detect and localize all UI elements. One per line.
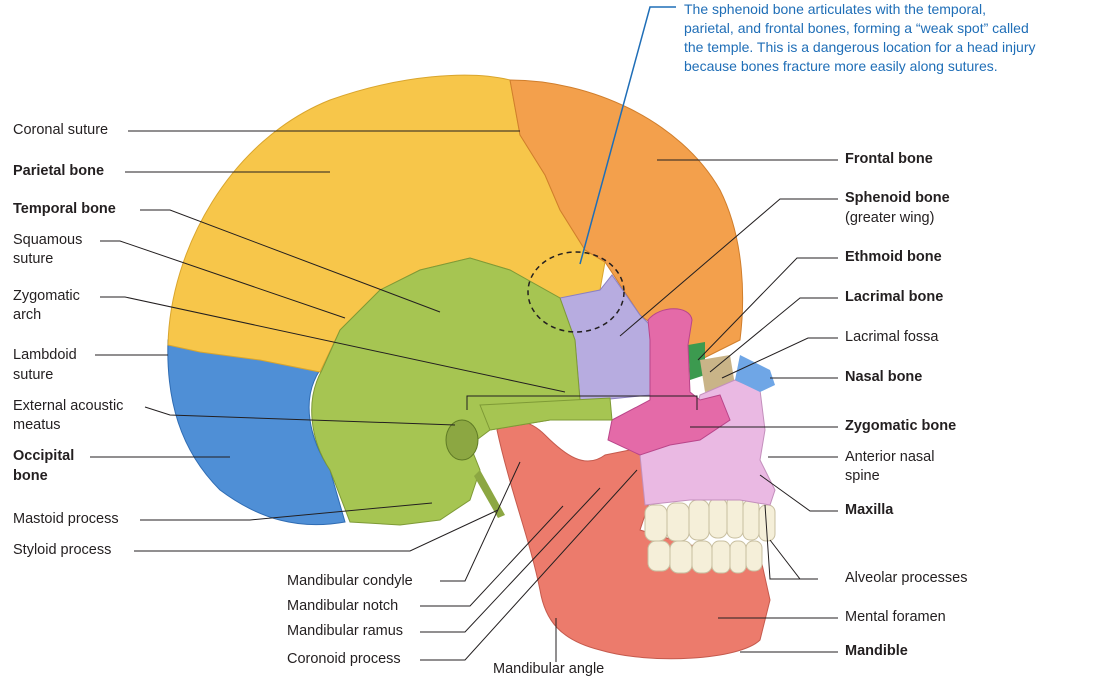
- label-mandible: Mandible: [845, 643, 908, 659]
- label-squamous-suture-2: suture: [13, 251, 54, 267]
- callout-line-4: because bones fracture more easily along…: [684, 58, 998, 74]
- zygomatic-shape: [607, 308, 731, 456]
- zygomatic-arch-shape: [479, 397, 613, 431]
- lacrimal-shape: [700, 355, 735, 392]
- nasal-shape: [735, 355, 775, 392]
- callout-line: [579, 6, 676, 265]
- callout-line-3: the temple. This is a dangerous location…: [684, 39, 1036, 55]
- label-coronal-suture: Coronal suture: [13, 122, 109, 138]
- label-mandibular-ramus: Mandibular ramus: [287, 623, 404, 639]
- label-sphenoid-greater-wing: (greater wing): [845, 210, 935, 226]
- ethmoid-shape: [688, 342, 705, 380]
- label-lambdoid-suture-2: suture: [13, 367, 54, 383]
- label-parietal-bone: Parietal bone: [13, 163, 105, 179]
- label-ethmoid-bone: Ethmoid bone: [845, 249, 942, 265]
- label-anterior-nasal-spine-2: spine: [845, 468, 880, 484]
- label-zygomatic-bone: Zygomatic bone: [845, 418, 957, 434]
- callout-line-1: The sphenoid bone articulates with the t…: [684, 1, 986, 17]
- styloid-shape: [474, 470, 505, 518]
- label-mandibular-angle: Mandibular angle: [493, 661, 605, 677]
- label-external-acoustic-meatus-1: External acoustic: [13, 398, 124, 414]
- label-external-acoustic-meatus-2: meatus: [13, 417, 61, 433]
- label-zygomatic-arch-2: arch: [13, 307, 42, 323]
- label-lambdoid-suture-1: Lambdoid: [13, 347, 77, 363]
- label-occipital-bone-2: bone: [13, 468, 48, 484]
- mandible-shape: [496, 420, 771, 660]
- label-temporal-bone: Temporal bone: [13, 201, 116, 217]
- label-occipital-bone-1: Occipital: [13, 448, 75, 464]
- label-alveolar-processes: Alveolar processes: [845, 570, 968, 586]
- temple-circle: [527, 251, 625, 333]
- leader-lines: [90, 130, 838, 662]
- callout-line-2: parietal, and frontal bones, forming a “…: [684, 20, 1029, 36]
- label-sphenoid-bone: Sphenoid bone: [845, 190, 950, 206]
- label-zygomatic-arch-1: Zygomatic: [13, 288, 80, 304]
- temporal-shape: [311, 257, 611, 526]
- teeth: [644, 495, 776, 574]
- ear-canal-shape: [445, 419, 479, 461]
- label-styloid-process: Styloid process: [13, 542, 112, 558]
- label-mandibular-notch: Mandibular notch: [287, 598, 399, 614]
- label-maxilla: Maxilla: [845, 502, 894, 518]
- label-lacrimal-fossa: Lacrimal fossa: [845, 329, 939, 345]
- label-anterior-nasal-spine-1: Anterior nasal: [845, 449, 935, 465]
- label-mastoid-process: Mastoid process: [13, 511, 119, 527]
- occipital-shape: [167, 339, 346, 526]
- callout-note: The sphenoid bone articulates with the t…: [684, 0, 1104, 76]
- label-squamous-suture-1: Squamous: [13, 232, 83, 248]
- label-frontal-bone: Frontal bone: [845, 151, 933, 167]
- label-coronoid-process: Coronoid process: [287, 651, 401, 667]
- label-mandibular-condyle: Mandibular condyle: [287, 573, 413, 589]
- label-lacrimal-bone: Lacrimal bone: [845, 289, 944, 305]
- label-mental-foramen: Mental foramen: [845, 609, 946, 625]
- label-nasal-bone: Nasal bone: [845, 369, 923, 385]
